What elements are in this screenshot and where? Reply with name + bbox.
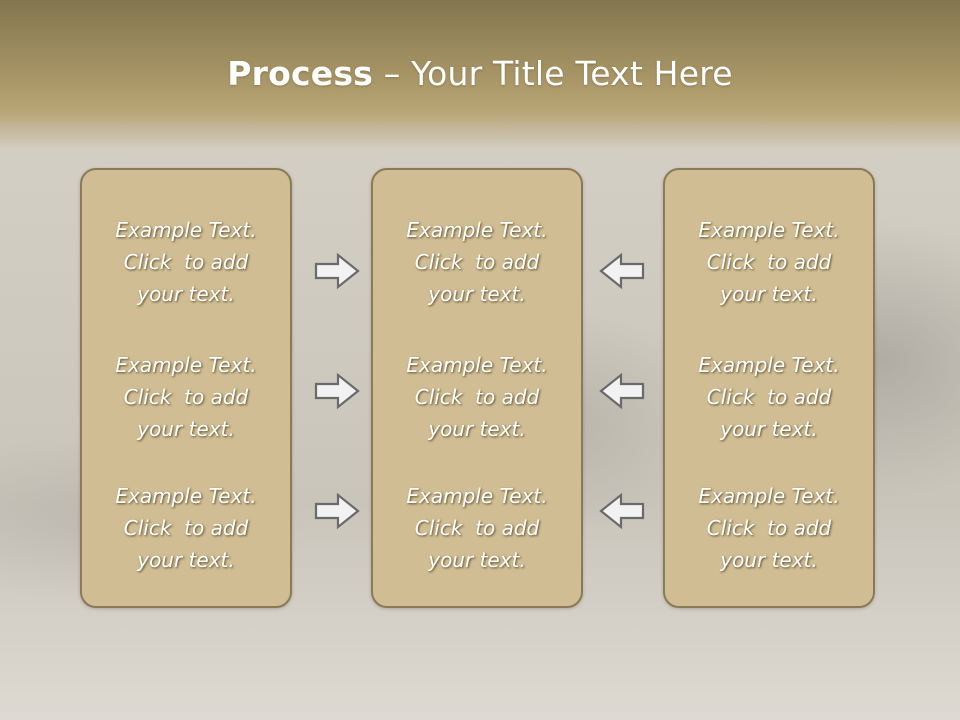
text-item[interactable]: Example Text. Click to add your text. <box>82 349 290 445</box>
text-line: your text. <box>137 548 235 572</box>
text-item[interactable]: Example Text. Click to add your text. <box>82 480 290 576</box>
arrow-right-icon <box>313 251 361 291</box>
text-line: Click to add <box>123 516 249 540</box>
text-line: your text. <box>720 548 818 572</box>
text-item[interactable]: Example Text. Click to add your text. <box>665 214 873 310</box>
text-line: your text. <box>720 417 818 441</box>
text-item[interactable]: Example Text. Click to add your text. <box>373 480 581 576</box>
arrow-left-icon <box>598 371 646 411</box>
text-item[interactable]: Example Text. Click to add your text. <box>665 349 873 445</box>
text-line: Example Text. <box>406 353 548 377</box>
title-bold: Process <box>227 54 374 93</box>
arrow-left-icon <box>598 251 646 291</box>
text-line: your text. <box>428 282 526 306</box>
text-line: Example Text. <box>698 353 840 377</box>
header-band <box>0 0 960 150</box>
process-box-right[interactable]: Example Text. Click to add your text. Ex… <box>663 168 875 608</box>
text-line: your text. <box>137 282 235 306</box>
text-item[interactable]: Example Text. Click to add your text. <box>82 214 290 310</box>
title-rest: – Your Title Text Here <box>373 54 733 93</box>
text-line: Example Text. <box>115 353 257 377</box>
text-line: your text. <box>137 417 235 441</box>
process-box-left[interactable]: Example Text. Click to add your text. Ex… <box>80 168 292 608</box>
arrow-right-icon <box>313 371 361 411</box>
text-item[interactable]: Example Text. Click to add your text. <box>373 214 581 310</box>
text-line: your text. <box>720 282 818 306</box>
text-line: Example Text. <box>115 484 257 508</box>
text-line: Click to add <box>414 385 540 409</box>
text-line: your text. <box>428 417 526 441</box>
text-line: Example Text. <box>406 218 548 242</box>
text-item[interactable]: Example Text. Click to add your text. <box>665 480 873 576</box>
arrow-right-icon <box>313 491 361 531</box>
text-line: Example Text. <box>698 484 840 508</box>
arrow-left-icon <box>598 491 646 531</box>
text-line: Click to add <box>706 250 832 274</box>
text-line: your text. <box>428 548 526 572</box>
text-line: Click to add <box>706 516 832 540</box>
text-line: Click to add <box>123 385 249 409</box>
text-line: Click to add <box>414 516 540 540</box>
text-line: Click to add <box>706 385 832 409</box>
slide-title[interactable]: Process – Your Title Text Here <box>0 54 960 93</box>
text-line: Click to add <box>123 250 249 274</box>
text-line: Example Text. <box>115 218 257 242</box>
text-line: Click to add <box>414 250 540 274</box>
text-item[interactable]: Example Text. Click to add your text. <box>373 349 581 445</box>
text-line: Example Text. <box>406 484 548 508</box>
text-line: Example Text. <box>698 218 840 242</box>
process-box-center[interactable]: Example Text. Click to add your text. Ex… <box>371 168 583 608</box>
